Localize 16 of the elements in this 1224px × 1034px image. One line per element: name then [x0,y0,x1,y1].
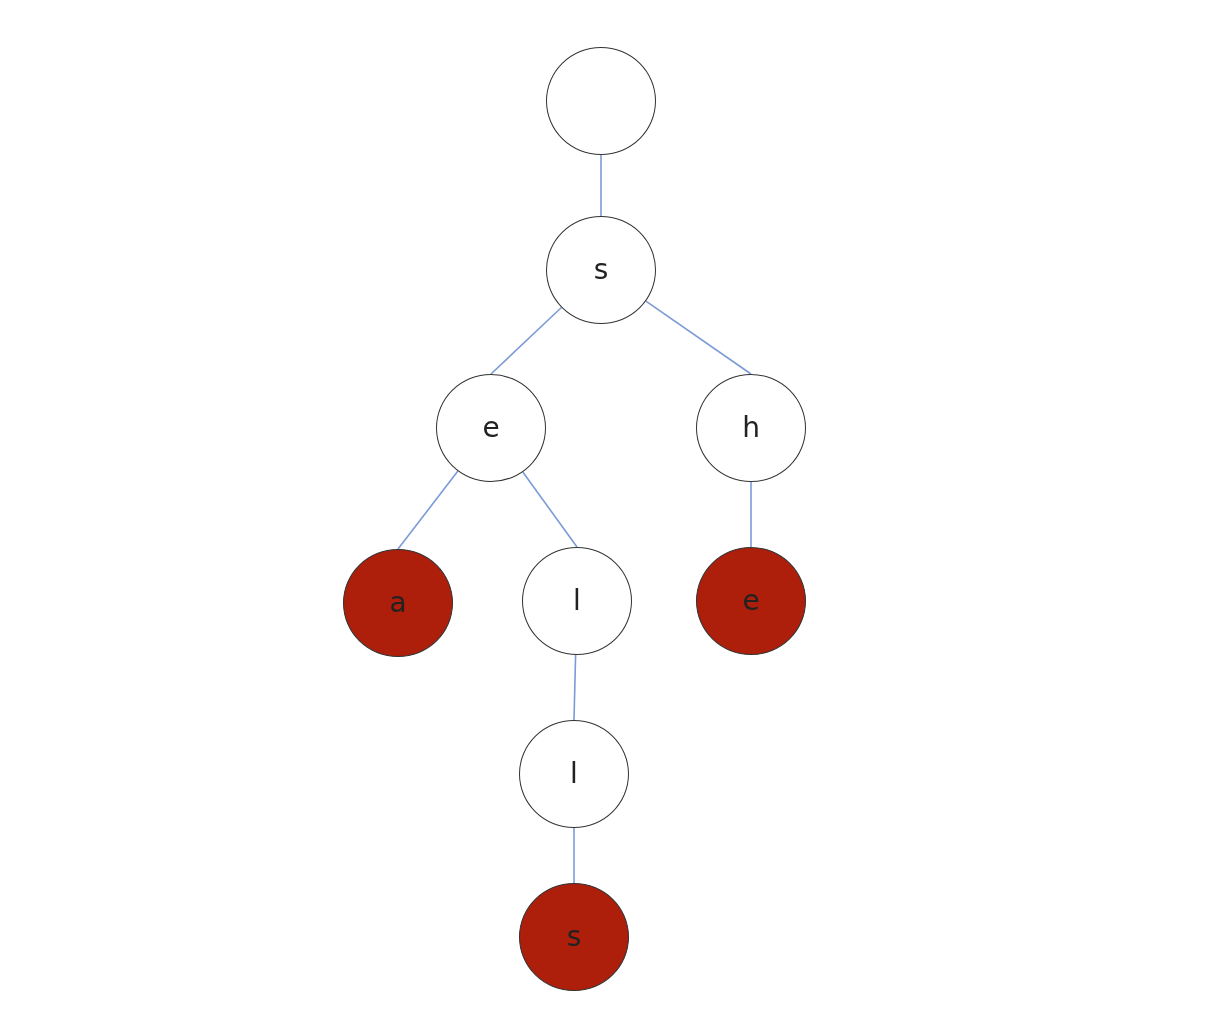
node-letter: e [742,587,760,615]
node-letter: e [482,414,500,442]
connector-line [490,306,563,375]
node-letter: s [566,923,582,951]
connector-line [573,654,577,721]
connector-line [522,471,578,548]
connector-line [397,470,459,550]
connector-line [600,154,602,217]
node-letter: l [573,587,581,615]
node-letter: h [742,414,760,442]
connector-line [645,300,752,375]
node-letter: s [593,256,609,284]
node-letter: l [570,760,578,788]
connector-line [573,827,575,884]
node-letter: a [389,589,407,617]
connector-line [750,481,752,548]
